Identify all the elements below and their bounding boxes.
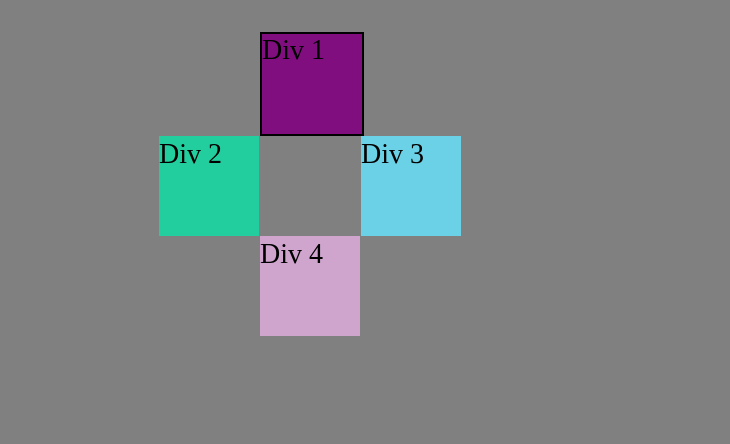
- div-3-box: Div 3: [361, 136, 461, 236]
- div-3-label: Div 3: [361, 139, 424, 170]
- div-1-label: Div 1: [262, 35, 325, 66]
- div-2-label: Div 2: [159, 139, 222, 170]
- div-2-box: Div 2: [159, 136, 259, 236]
- div-4-box: Div 4: [260, 236, 360, 336]
- div-4-label: Div 4: [260, 239, 323, 270]
- div-1-box: Div 1: [260, 32, 364, 136]
